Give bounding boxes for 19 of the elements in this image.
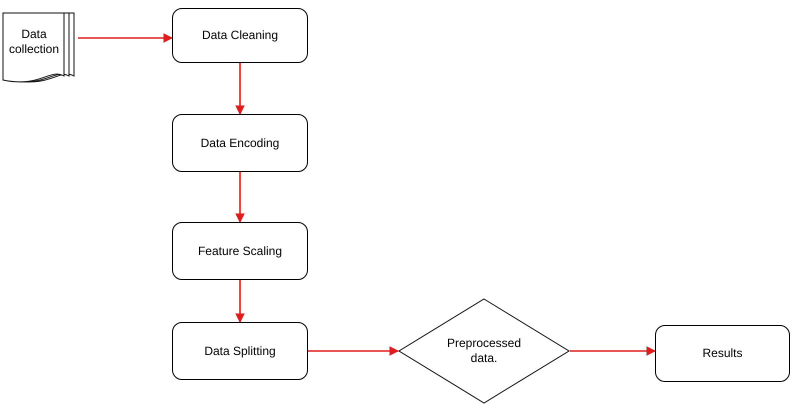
arrow — [235, 172, 245, 223]
node-label: Data Encoding — [200, 136, 280, 150]
arrow — [570, 346, 656, 356]
process-box — [655, 325, 790, 382]
arrow — [235, 63, 245, 115]
process-box — [172, 114, 308, 172]
node-label: Feature Scaling — [198, 244, 282, 258]
node-label: Data Splitting — [204, 344, 276, 358]
node-label: Results — [702, 346, 742, 361]
node-label: Data Cleaning — [202, 28, 278, 43]
process-box — [172, 322, 308, 380]
node-label: Preprocessed data. — [446, 336, 522, 366]
arrow — [308, 346, 399, 356]
process-box — [172, 222, 308, 280]
process-box — [172, 8, 308, 63]
node-label: Data collection — [8, 27, 60, 57]
arrow — [235, 280, 245, 323]
decision-diamond — [398, 298, 570, 404]
arrow — [78, 33, 173, 43]
